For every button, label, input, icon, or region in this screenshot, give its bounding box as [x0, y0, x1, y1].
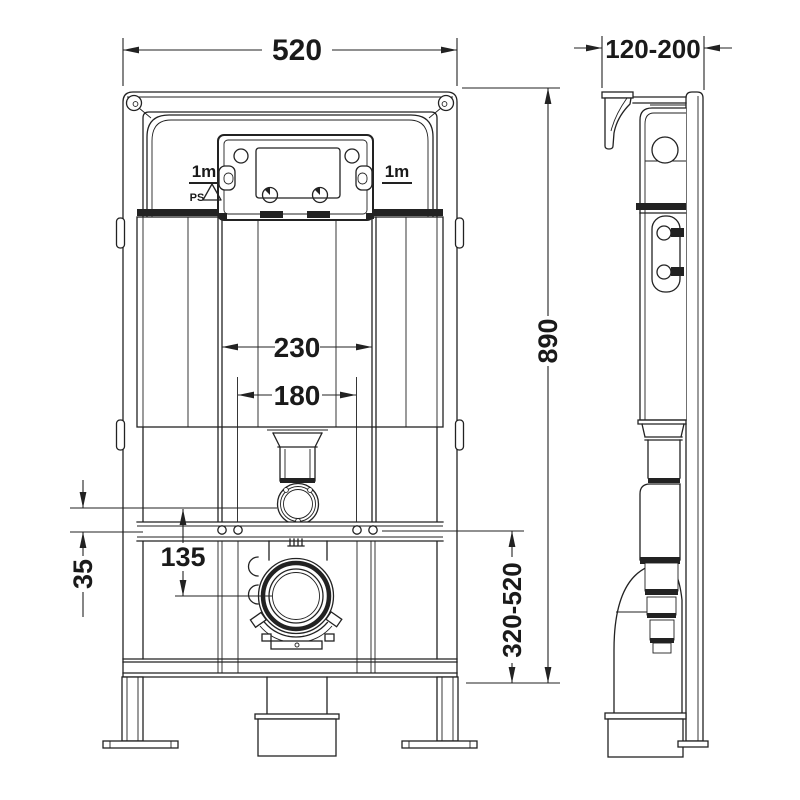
recycling-triangle-icon — [202, 183, 222, 201]
leg — [121, 676, 144, 742]
side-view — [601, 91, 709, 758]
frame-outline — [115, 91, 465, 678]
frame-struts — [217, 541, 376, 673]
wall-bracket — [601, 91, 634, 150]
hanger-bar — [632, 96, 687, 104]
fixing-hole — [217, 525, 227, 535]
dim-frame-height-label: 890 — [533, 318, 563, 363]
front-view: 1m 1m PS — [102, 91, 478, 757]
dim-flush-offset-label: 35 — [68, 559, 98, 589]
dim-frame-width-label: 520 — [272, 34, 322, 67]
frame-tab — [115, 419, 126, 451]
flush-pipe-annotations: 1m 1m PS — [189, 162, 412, 204]
cistern-top-outline — [146, 114, 434, 218]
side-rail — [685, 91, 704, 742]
dim-span-inner-label: 180 — [274, 380, 321, 411]
material-code: PS — [190, 192, 205, 204]
corner-screws — [125, 94, 455, 119]
flush-mark-right: 1m — [385, 162, 410, 181]
screw-icon — [437, 94, 455, 112]
fixing-hole — [233, 525, 243, 535]
foot-plate — [401, 740, 478, 749]
cistern-body — [136, 216, 444, 523]
foot-plate — [102, 740, 179, 749]
screw-icon — [125, 94, 143, 112]
outlet-box — [607, 718, 684, 758]
dim-outlet-height-label: 320-520 — [497, 562, 527, 657]
retainer-clip — [247, 584, 259, 605]
clamp-band — [263, 621, 329, 638]
frame-tab — [454, 217, 465, 249]
dim-flush-to-outlet-label: 135 — [160, 542, 205, 572]
clamp-flange — [270, 640, 323, 650]
leg — [436, 676, 459, 742]
dim-frame-depth: 120-200 — [574, 34, 732, 90]
side-bottom — [604, 712, 709, 758]
fixing-rail — [136, 521, 444, 542]
dim-frame-height: 890 — [462, 87, 563, 683]
dim-frame-width: 520 — [122, 34, 458, 86]
outlet-box — [257, 718, 337, 757]
bolt-hole — [656, 225, 672, 241]
side-flush-assembly — [637, 419, 687, 564]
flush-mark-left: 1m — [192, 162, 217, 181]
outlet-box-flange — [604, 712, 687, 720]
dim-outlet-height: 320-520 — [382, 530, 560, 684]
dim-span-inner: 180 — [237, 377, 357, 522]
fixing-hole — [352, 525, 362, 535]
flush-plate-access-panel — [217, 134, 374, 221]
flush-valve-stack — [644, 562, 679, 654]
frame-tab — [115, 217, 126, 249]
bolt-hole — [656, 264, 672, 280]
dim-frame-depth-label: 120-200 — [605, 34, 700, 64]
panel-opening — [255, 147, 341, 199]
side-cistern — [636, 104, 687, 421]
mounting-band — [636, 203, 686, 210]
fixing-hole — [368, 525, 378, 535]
outlet-box-flange — [254, 713, 340, 720]
waste-outlet — [247, 538, 343, 650]
foot-plate — [677, 740, 709, 748]
dim-flush-offset: 35 — [68, 480, 277, 617]
flush-pipe — [267, 429, 328, 526]
frame-tab — [454, 419, 465, 451]
panel-hole — [344, 148, 360, 164]
inlet-hole — [651, 136, 679, 164]
dim-span-outer-label: 230 — [274, 332, 321, 363]
dim-flush-to-outlet: 135 — [160, 509, 272, 597]
dim-span-outer: 230 — [222, 332, 372, 363]
panel-hole — [233, 148, 249, 164]
retainer-clip — [247, 556, 259, 577]
dimensions: 520 120-200 230 180 35 — [68, 34, 732, 684]
frame-bottom — [102, 658, 478, 757]
